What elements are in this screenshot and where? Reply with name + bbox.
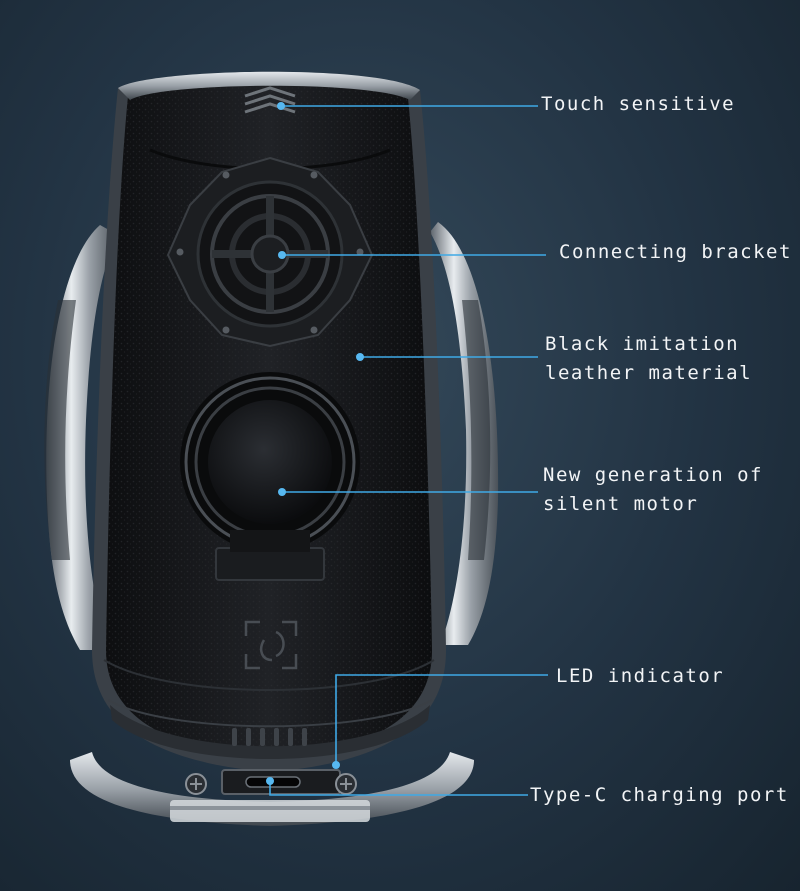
dot-touch	[277, 102, 285, 110]
right-arm	[430, 222, 499, 645]
dot-leather	[356, 353, 364, 361]
label-leather-material: Black imitation leather material	[545, 333, 753, 384]
bottom-support	[70, 752, 474, 826]
callout-leaders	[269, 105, 548, 796]
label-touch-sensitive: Touch sensitive	[541, 93, 736, 115]
silent-motor	[180, 372, 360, 581]
leader-led	[335, 674, 548, 765]
touch-sensor-icon	[244, 86, 296, 114]
dot-motor	[278, 488, 286, 496]
dot-led	[332, 761, 340, 769]
label-led-indicator: LED indicator	[556, 665, 725, 687]
connecting-bracket	[166, 156, 374, 348]
air-vents	[232, 728, 307, 746]
dot-typec	[266, 777, 274, 785]
label-silent-motor: New generation of silent motor	[543, 464, 763, 515]
scan-icon	[244, 620, 298, 670]
callout-dots	[266, 102, 364, 785]
leader-typec	[269, 781, 528, 796]
label-connecting-bracket: Connecting bracket	[559, 241, 792, 263]
dot-bracket	[278, 251, 286, 259]
label-type-c-port: Type-C charging port	[530, 784, 789, 806]
left-arm	[44, 225, 119, 650]
